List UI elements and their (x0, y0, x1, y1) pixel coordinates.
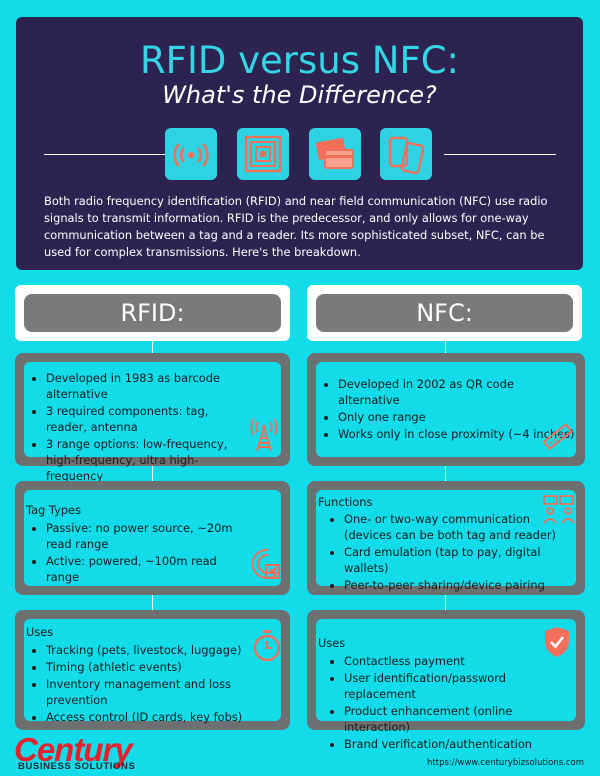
logo-tagline: BUSINESS SOLUTIONS (18, 761, 136, 772)
list-item: Inventory management and loss prevention (46, 676, 251, 708)
rfid-heading-box: RFID: (15, 285, 290, 341)
list-item: 3 range options: low-frequency, high-fre… (46, 436, 251, 484)
rfid-tag-icon (251, 548, 281, 579)
header-panel: RFID versus NFC: What's the Difference? (16, 17, 583, 270)
connector (445, 466, 446, 481)
list-item: Timing (athletic events) (46, 659, 251, 675)
nfc-functions-panel: Functions One- or two-way communication … (307, 481, 585, 595)
nfc-heading: NFC: (316, 294, 573, 332)
nfc-phones-icon (380, 128, 432, 180)
list-item: Works only in close proximity (~4 inches… (338, 426, 576, 442)
nfc-uses-panel: Uses Contactless payment User identifica… (307, 610, 585, 751)
nfc-overview-panel: Developed in 2002 as QR code alternative… (307, 353, 585, 466)
connector (445, 595, 446, 610)
tag-types-title: Tag Types (26, 503, 81, 517)
rfid-tag-types-panel: Tag Types Passive: no power source, ~20m… (15, 481, 290, 595)
divider-left (44, 154, 178, 155)
stopwatch-icon (253, 630, 281, 662)
rfid-chip-icon (237, 128, 289, 180)
ruler-icon (542, 423, 573, 451)
website-url[interactable]: https://www.centurybizsolutions.com (427, 758, 584, 768)
antenna-tower-icon (250, 418, 278, 452)
list-item: One- or two-way communication (devices c… (344, 511, 574, 543)
rfid-heading: RFID: (24, 294, 281, 332)
page-title: RFID versus NFC: (139, 39, 460, 82)
list-item: Passive: no power source, ~20m read rang… (46, 520, 251, 552)
rfid-uses-title: Uses (26, 625, 54, 639)
functions-title: Functions (318, 495, 373, 509)
list-item: Peer-to-peer sharing/device pairing (344, 577, 574, 593)
intro-paragraph: Both radio frequency identification (RFI… (44, 194, 548, 259)
connector (152, 595, 153, 610)
list-item: Access control (ID cards, key fobs) (46, 709, 251, 725)
contactless-card-icon (309, 128, 361, 180)
list-item: Only one range (338, 409, 576, 425)
divider-right (444, 154, 556, 155)
nfc-uses-title: Uses (318, 636, 346, 650)
list-item: Active: powered, ~100m read range (46, 553, 251, 585)
wireless-signal-icon (165, 128, 217, 180)
list-item: Product enhancement (online interaction) (344, 703, 574, 735)
page-subtitle: What's the Difference? (162, 81, 437, 109)
list-item: Brand verification/authentication (344, 736, 574, 752)
list-item: Developed in 1983 as barcode alternative (46, 370, 251, 402)
connector (152, 341, 153, 353)
list-item: Card emulation (tap to pay, digital wall… (344, 544, 574, 576)
connector (445, 341, 446, 353)
nfc-heading-box: NFC: (307, 285, 582, 341)
list-item: 3 required components: tag, reader, ante… (46, 403, 251, 435)
connector (152, 466, 153, 481)
century-logo: Century (14, 731, 133, 768)
list-item: Contactless payment (344, 653, 574, 669)
list-item: Developed in 2002 as QR code alternative (338, 376, 576, 408)
people-chat-icon (543, 495, 575, 524)
list-item: Tracking (pets, livestock, luggage) (46, 642, 251, 658)
list-item: User identification/password replacement (344, 670, 574, 702)
rfid-uses-panel: Uses Tracking (pets, livestock, luggage)… (15, 610, 290, 730)
rfid-overview-panel: Developed in 1983 as barcode alternative… (15, 353, 290, 483)
shield-check-icon (545, 627, 569, 657)
